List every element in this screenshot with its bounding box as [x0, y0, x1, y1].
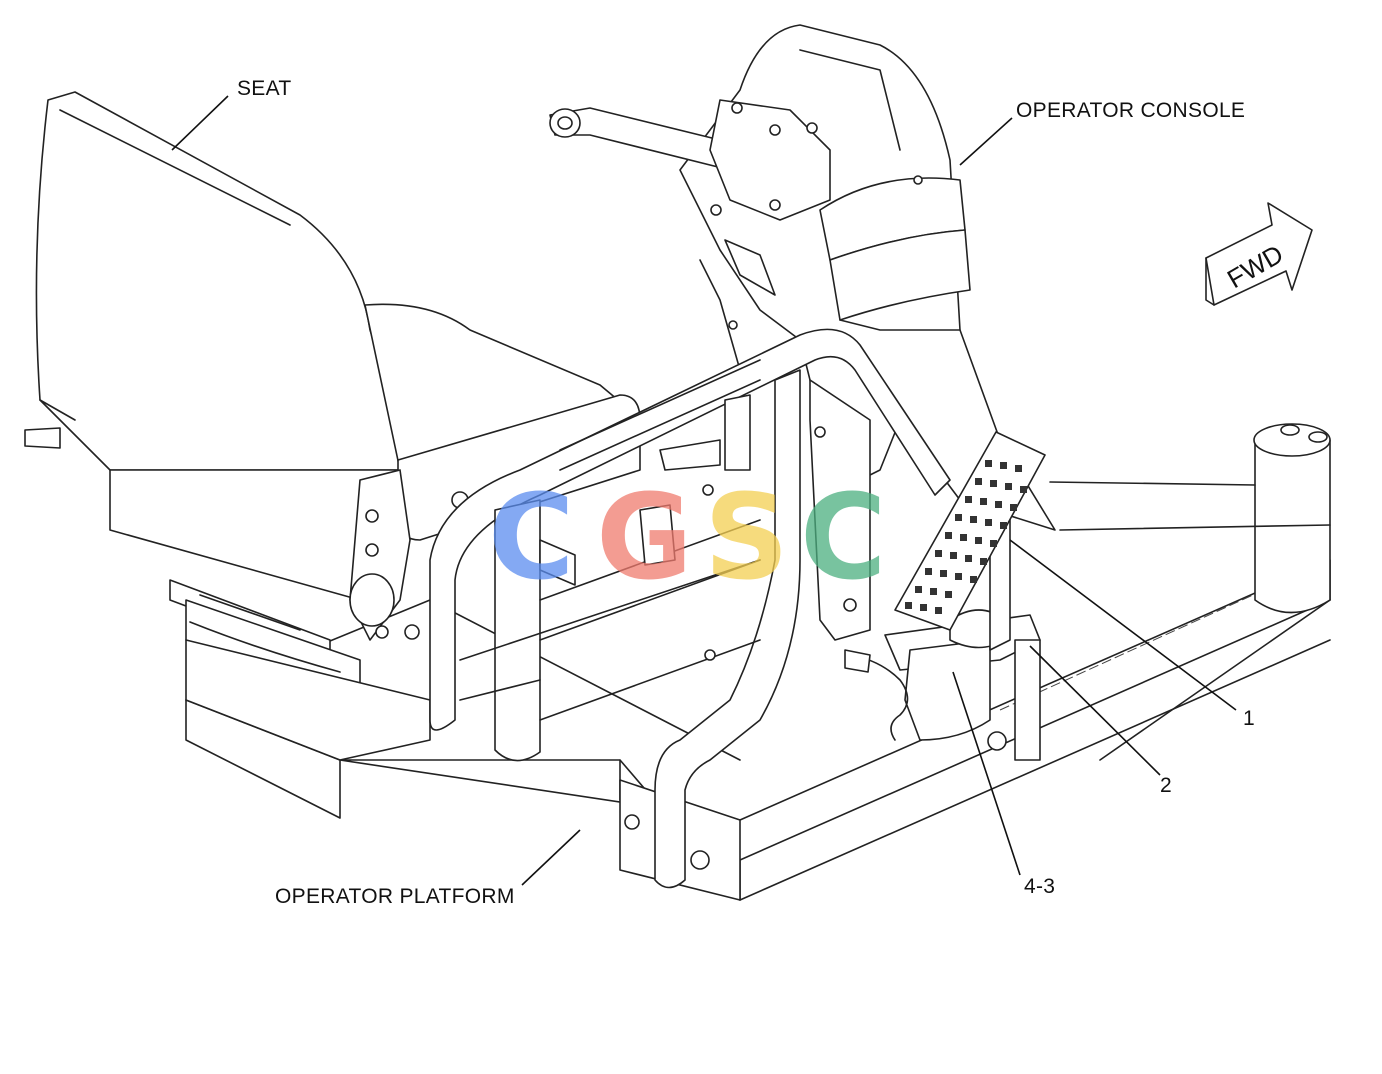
operator-console-drawing: [549, 24, 1056, 641]
seat-drawing: [24, 91, 641, 761]
console-leader: [959, 117, 1013, 166]
item-4-3-label: 4-3: [1024, 875, 1055, 898]
watermark-letter-4: C: [800, 468, 887, 606]
operator-platform-label: OPERATOR PLATFORM: [275, 885, 515, 908]
item-4-3-leader: [952, 671, 1021, 876]
watermark-letter-1: C: [488, 468, 575, 606]
watermark: C G S C: [488, 468, 887, 606]
seat-leader: [171, 95, 229, 151]
seat-label: SEAT: [237, 77, 292, 100]
watermark-letter-3: S: [704, 468, 789, 606]
leader-lines: [171, 95, 1237, 886]
platform-leader: [521, 829, 581, 886]
forward-arrow-icon: FWD: [1205, 202, 1313, 306]
accelerator-pedal-drawing: [844, 431, 1046, 761]
handrail-drawing: [429, 328, 951, 889]
item-1-label: 1: [1243, 707, 1255, 730]
operator-console-label: OPERATOR CONSOLE: [1016, 99, 1245, 122]
watermark-letter-2: G: [596, 468, 693, 606]
item-1-leader: [1009, 539, 1237, 711]
item-2-label: 2: [1160, 774, 1172, 797]
callout-labels: SEAT OPERATOR CONSOLE OPERATOR PLATFORM …: [237, 77, 1255, 908]
item-2-leader: [1029, 645, 1161, 776]
